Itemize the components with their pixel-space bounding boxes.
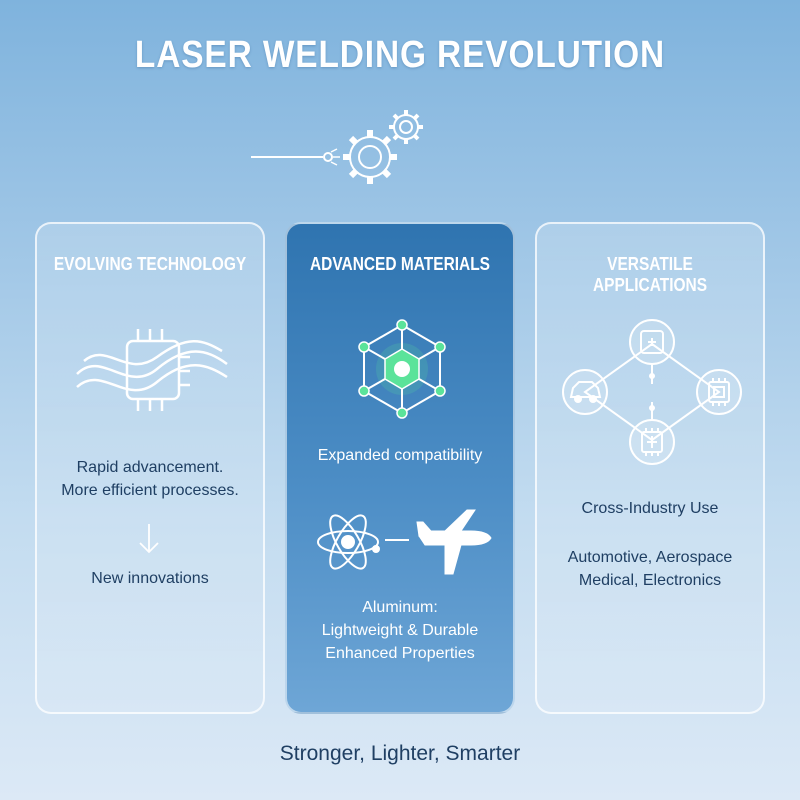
industry-network-icon [562,319,742,465]
card-subtitle: Cross-Industry Use [581,500,719,517]
card-text-line: Rapid advancement. [76,459,224,476]
card-advanced-materials: ADVANCED MATERIALS Expanded compatibilit… [285,222,515,714]
card-title: ADVANCED MATERIALS [309,254,491,274]
chip-wave-icon [76,329,228,411]
arrow-down-icon [139,524,159,554]
laser-gears-icon [251,110,423,184]
card-title: EVOLVING TECHNOLOGY [53,254,247,274]
card-text-line: More efficient processes. [61,482,239,499]
card-subtitle: Expanded compatibility [317,447,483,464]
card-versatile-applications: VERSATILE APPLICATIONS Cross-Industry Us… [535,222,765,714]
card-title: VERSATILE APPLICATIONS [592,254,708,295]
card-evolving-technology: EVOLVING TECHNOLOGY Rapid advancement. M… [35,222,265,714]
card-text-line: Automotive, Aerospace [567,549,733,566]
card-text-line: Aluminum: [362,599,438,616]
molecule-hexagon-icon [358,319,446,419]
connector-line [385,539,409,541]
atom-icon [317,514,380,570]
card-footer-text: New innovations [91,570,209,587]
card-text-line: Medical, Electronics [578,572,722,589]
page-title: LASER WELDING REVOLUTION [134,34,666,76]
airplane-icon [416,509,492,575]
card-text-line: Enhanced Properties [325,645,475,662]
card-text-line: Lightweight & Durable [321,622,479,639]
tagline: Stronger, Lighter, Smarter [279,742,521,765]
